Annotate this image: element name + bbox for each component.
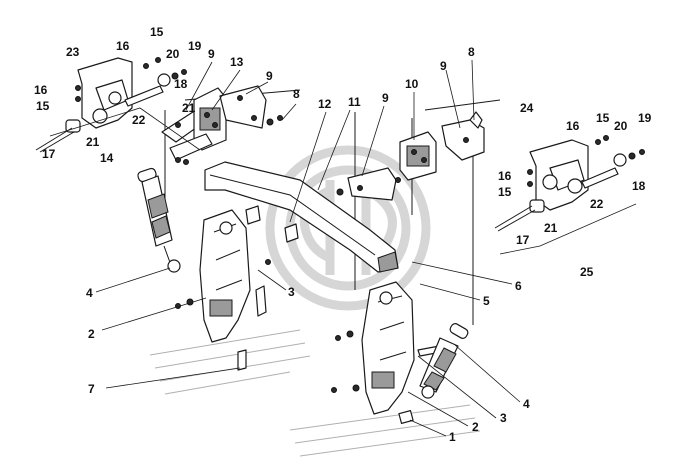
left-upper-bracket [35, 57, 187, 153]
callout-10: 10 [405, 77, 419, 91]
callout-12: 12 [318, 97, 332, 111]
callout-17-left: 17 [42, 147, 56, 161]
callout-16-a: 16 [116, 39, 130, 53]
callout-23: 23 [66, 45, 80, 59]
callout-16-d: 16 [498, 169, 512, 183]
callout-17-right: 17 [516, 233, 530, 247]
callout-5: 5 [483, 294, 490, 308]
callout-11: 11 [348, 95, 361, 109]
callout-9-b: 9 [266, 69, 273, 83]
callout-9-d: 9 [440, 59, 447, 73]
callout-labels: 1 2 2 3 3 4 4 5 6 7 8 8 9 9 9 9 10 11 12… [34, 25, 652, 444]
callout-3-left: 3 [288, 285, 295, 299]
callout-8-left: 8 [293, 87, 300, 101]
left-knuckle [175, 209, 271, 371]
right-knuckle [331, 281, 453, 424]
center-right-plates [336, 111, 485, 201]
callout-14: 14 [100, 151, 114, 165]
callout-19-right: 19 [638, 111, 652, 125]
left-side-plates [161, 85, 283, 165]
callout-20-right: 20 [614, 119, 628, 133]
callout-16-c: 16 [566, 119, 580, 133]
callout-20-left: 20 [166, 47, 180, 61]
right-upper-bracket [494, 135, 645, 232]
left-shock-absorber [137, 167, 181, 273]
callout-22-left: 22 [132, 113, 146, 127]
callout-3-right: 3 [500, 411, 507, 425]
callout-6: 6 [515, 279, 522, 293]
callout-24: 24 [520, 101, 534, 115]
callout-22-right: 22 [590, 197, 604, 211]
callout-2-left: 2 [88, 327, 95, 341]
callout-25: 25 [580, 265, 594, 279]
leader-lines [49, 59, 637, 437]
callout-15-b: 15 [36, 99, 50, 113]
callout-9-a: 9 [208, 47, 215, 61]
callout-1: 1 [449, 430, 456, 444]
callout-13: 13 [230, 55, 244, 69]
ground-lines [149, 329, 481, 457]
callout-4-left: 4 [86, 286, 93, 300]
callout-15-d: 15 [498, 185, 512, 199]
callout-16-b: 16 [34, 83, 48, 97]
callout-15-c: 15 [596, 111, 610, 125]
callout-2-right: 2 [472, 420, 479, 434]
callout-8-right: 8 [468, 45, 475, 59]
callout-21-c: 21 [544, 221, 558, 235]
callout-18-left: 18 [174, 77, 188, 91]
callout-15-a: 15 [150, 25, 164, 39]
callout-7: 7 [88, 382, 95, 396]
cross-beam [204, 161, 399, 273]
right-shock-absorber [419, 323, 469, 399]
callout-21-a: 21 [182, 101, 196, 115]
callout-18-right: 18 [632, 179, 646, 193]
callout-21-b: 21 [86, 135, 100, 149]
callout-19-left: 19 [188, 39, 202, 53]
callout-9-c: 9 [382, 91, 389, 105]
callout-4-right: 4 [523, 397, 530, 411]
